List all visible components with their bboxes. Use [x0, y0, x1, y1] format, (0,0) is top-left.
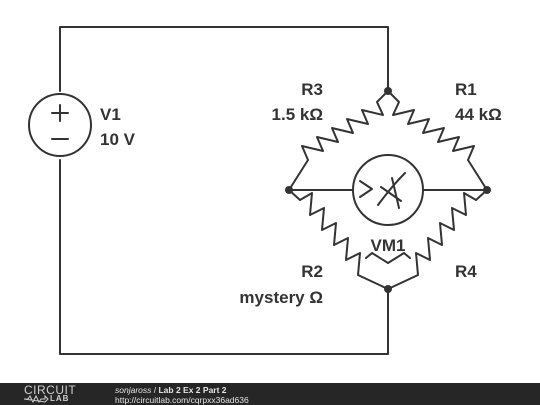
r3-value: 1.5 kΩ [272, 105, 323, 124]
junction-top [384, 87, 392, 95]
path-separator: / [151, 385, 159, 395]
footer-bar: CIRCUIT LAB sonjaross / Lab 2 Ex 2 Part … [0, 383, 540, 405]
logo-resistor-icon [24, 394, 49, 404]
voltmeter-arrow-icon [359, 180, 373, 198]
junction-left [285, 186, 293, 194]
logo-text-bottom: LAB [50, 394, 70, 403]
circuit-url[interactable]: http://circuitlab.com/cqrpxx36ad636 [115, 395, 249, 405]
circuitlab-logo[interactable]: CIRCUIT LAB [24, 384, 96, 405]
schematic-canvas: V1 10 V R3 1.5 kΩ R1 44 kΩ VM1 R2 myster… [28, 26, 502, 355]
r2-name: R2 [301, 262, 323, 281]
r3-name: R3 [301, 80, 323, 99]
resistor-r3 [288, 90, 389, 191]
r1-value: 44 kΩ [455, 105, 502, 124]
vm1-name: VM1 [371, 236, 406, 255]
r1-name: R1 [455, 80, 477, 99]
v1-name: V1 [100, 105, 121, 124]
resistor-r2 [288, 189, 389, 290]
voltmeter-vm1 [352, 154, 424, 226]
wire-bottom [59, 159, 389, 355]
schematic-drawing: V1 10 V R3 1.5 kΩ R1 44 kΩ VM1 R2 myster… [28, 26, 502, 355]
r2-value: mystery Ω [239, 288, 323, 307]
resistor-r4 [387, 189, 488, 290]
junction-bottom [384, 285, 392, 293]
logo-text-top: CIRCUIT [24, 383, 77, 397]
junction-right [483, 186, 491, 194]
author-name[interactable]: sonjaross [115, 385, 152, 395]
v1-value: 10 V [100, 130, 136, 149]
circuit-info: sonjaross / Lab 2 Ex 2 Part 2 http://cir… [115, 385, 249, 405]
r4-name: R4 [455, 262, 477, 281]
voltage-source-v1 [28, 93, 92, 157]
circuit-title[interactable]: Lab 2 Ex 2 Part 2 [158, 385, 227, 395]
wire-left [59, 26, 389, 92]
resistor-r1 [387, 90, 488, 191]
